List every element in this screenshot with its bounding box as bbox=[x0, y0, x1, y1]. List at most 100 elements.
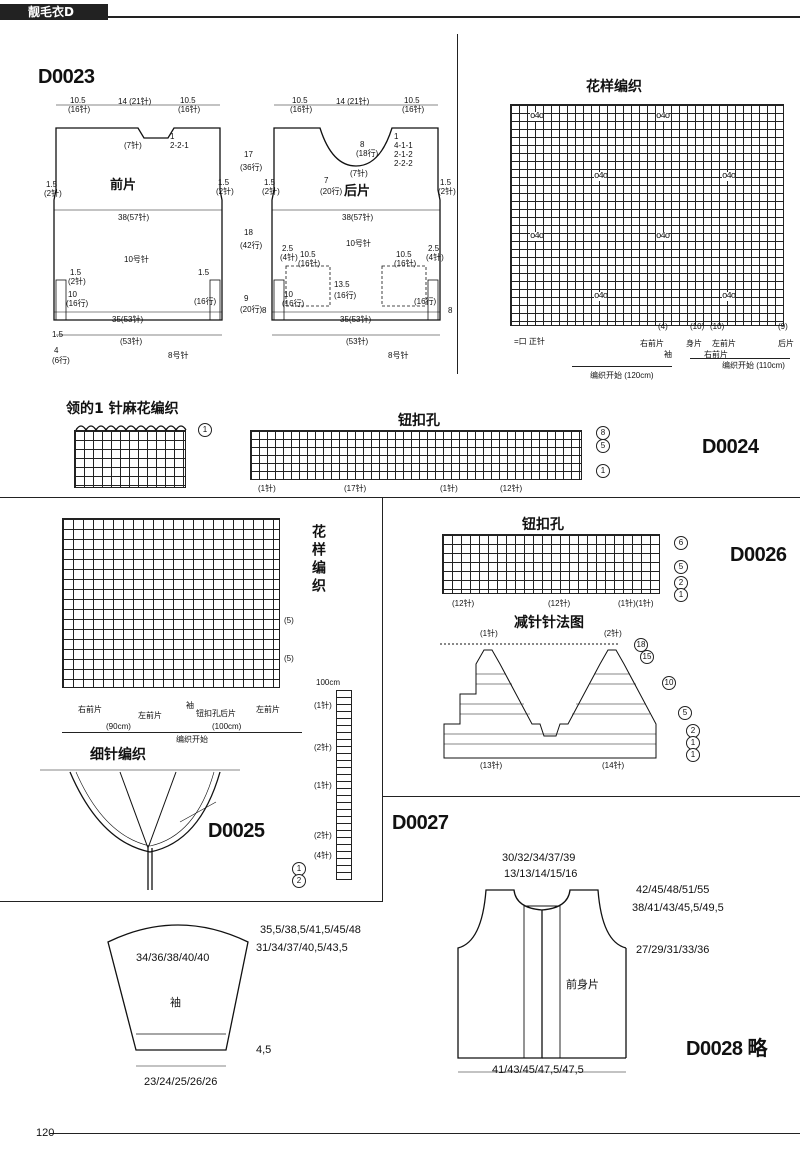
front-top-w3: 10.5 bbox=[180, 96, 196, 105]
divider-h-1 bbox=[0, 497, 800, 498]
d0025-stitch-column bbox=[336, 690, 352, 880]
d0025-fine-diagram bbox=[40, 769, 240, 890]
back-neck-dec-2: 4-1-1 bbox=[394, 141, 413, 150]
d0027-top-dim-2: 31/34/37/40,5/43,5 bbox=[256, 942, 348, 954]
pattern-top-title: 花样编织 bbox=[586, 79, 642, 95]
d0027-sleeve-label: 袖 bbox=[170, 997, 181, 1009]
d0026-count-1: (12针) bbox=[452, 599, 475, 608]
d0025-width-1: (90cm) bbox=[106, 722, 131, 731]
back-side-d: (2针) bbox=[438, 187, 456, 196]
front-hem-side-b: 4 bbox=[54, 346, 59, 355]
pt-count-3: (10) bbox=[710, 322, 725, 331]
d0028-code: D0028 略 bbox=[686, 1038, 768, 1060]
d0026-dec-top-2: (2针) bbox=[604, 629, 622, 638]
back-top-c2: (16针) bbox=[402, 105, 425, 114]
d0024-buttonhole-grid bbox=[250, 430, 582, 480]
back-base: (53针) bbox=[346, 337, 369, 346]
motif-4: o4o bbox=[722, 171, 736, 181]
d0025-stitch-2: (2针) bbox=[314, 743, 332, 752]
d0024-count-3: (1针) bbox=[440, 484, 458, 493]
d0025-label-2: 左前片 bbox=[138, 711, 162, 720]
d0023-back-diagram bbox=[271, 104, 441, 336]
d0026-marker-2: 5 bbox=[674, 560, 688, 574]
d0024-count-1: (1针) bbox=[258, 484, 276, 493]
back-pocket-band-c: (16行) bbox=[414, 297, 437, 306]
side-dim-2: (36行) bbox=[240, 163, 263, 172]
pt-count-1: (4) bbox=[658, 322, 668, 331]
d0026-dec-top-1: (1针) bbox=[480, 629, 498, 638]
d0027-cuff-w: 23/24/25/26/26 bbox=[144, 1076, 218, 1088]
side-dim-4: (42行) bbox=[240, 241, 263, 250]
front-piece-label: 前片 bbox=[110, 178, 137, 193]
footer-rule bbox=[50, 1133, 800, 1134]
front-top-w1: 10.5 bbox=[70, 96, 86, 105]
d0028-right-dim-1: 42/45/48/51/55 bbox=[636, 884, 710, 896]
pt-start-line-1 bbox=[572, 366, 672, 367]
d0025-count-1: (5) bbox=[284, 616, 294, 625]
d0023-front-diagram bbox=[53, 104, 223, 336]
motif-8: o4o bbox=[722, 291, 736, 301]
motif-3: o4o bbox=[594, 171, 608, 181]
back-rib-needle: 8号针 bbox=[388, 351, 409, 360]
d0025-stitch-5: (4针) bbox=[314, 851, 332, 860]
d0026-dec-marker-5: 2 bbox=[686, 724, 700, 738]
front-top-c2: (16针) bbox=[178, 105, 201, 114]
d0025-start: 编织开始 bbox=[176, 735, 208, 744]
d0027-code: D0027 bbox=[392, 812, 449, 834]
pt-start-2: 编织开始 (110cm) bbox=[722, 361, 785, 370]
front-chest: 38(57针) bbox=[118, 213, 150, 222]
d0025-label-7: 左前片 bbox=[256, 705, 280, 714]
back-top-w2: 14 (21针) bbox=[336, 97, 370, 106]
back-pocket-side-c: 2.5 bbox=[428, 244, 440, 253]
collar-grid bbox=[74, 430, 186, 488]
d0025-pattern-grid bbox=[62, 518, 280, 688]
d0024-count-2: (17针) bbox=[344, 484, 367, 493]
d0026-dec-marker-3: 10 bbox=[662, 676, 676, 690]
d0025-label-3: 袖 bbox=[186, 701, 194, 710]
pt-count-6: (9) bbox=[778, 322, 788, 331]
d0028-right-dim-2: 38/41/43/45,5/49,5 bbox=[632, 902, 724, 914]
front-side-d: (2针) bbox=[216, 187, 234, 196]
back-neck-dec-1: 1 bbox=[394, 132, 399, 141]
d0025-label-6: 后片 bbox=[220, 709, 236, 718]
header-rule bbox=[108, 16, 800, 18]
back-pocket-side-b: (4针) bbox=[280, 253, 298, 262]
back-pocket-band-b: (16行) bbox=[282, 299, 305, 308]
d0025-code: D0025 bbox=[208, 820, 265, 842]
back-needle: 10号针 bbox=[346, 239, 371, 248]
d0025-width-line bbox=[62, 732, 302, 733]
back-pocket-side-d: (4针) bbox=[426, 253, 444, 262]
d0026-count-3: (1针)(1针) bbox=[618, 599, 654, 608]
front-needle: 10号针 bbox=[124, 255, 149, 264]
collar-title: 领的1 针麻花编织 bbox=[66, 401, 179, 417]
pt-label-6: 后片 bbox=[778, 339, 794, 348]
pt-label-2: 袖 bbox=[664, 350, 672, 359]
d0026-dec-bottom-2: (14针) bbox=[602, 761, 625, 770]
divider-h-3 bbox=[0, 901, 383, 902]
back-rib-h-b: 8 bbox=[448, 306, 453, 315]
front-neck-dec-2: 2-2-1 bbox=[170, 141, 189, 150]
pt-start-1: 编织开始 (120cm) bbox=[590, 371, 654, 380]
divider-v-top bbox=[457, 34, 458, 374]
d0024-marker-1: 8 bbox=[596, 426, 610, 440]
d0028-top-dim-1: 30/32/34/37/39 bbox=[502, 852, 576, 864]
pt-label-3: 身片 bbox=[686, 339, 702, 348]
d0025-pattern-title: 花样编织 bbox=[310, 524, 326, 596]
back-pocket-w-a: 10.5 bbox=[300, 250, 316, 259]
back-neck-depth-b: (18行) bbox=[356, 149, 379, 158]
back-top-w3: 10.5 bbox=[404, 96, 420, 105]
front-neck: (7针) bbox=[124, 141, 142, 150]
d0026-buttonhole-grid bbox=[442, 534, 660, 594]
d0027-cuff-h: 4,5 bbox=[256, 1044, 272, 1056]
divider-v-mid bbox=[382, 498, 383, 901]
side-dim-8: (20行) bbox=[240, 305, 263, 314]
d0028-body-label: 前身片 bbox=[566, 979, 599, 991]
front-pocket-side-a: 1.5 bbox=[70, 268, 82, 277]
back-pocket-w-d: (16针) bbox=[394, 259, 417, 268]
front-hem-side-a: 1.5 bbox=[52, 330, 64, 339]
d0025-count-2: (5) bbox=[284, 654, 294, 663]
back-top-c1: (16针) bbox=[290, 105, 313, 114]
d0025-width-2: (100cm) bbox=[212, 722, 242, 731]
back-neck-dec-3: 2-1-2 bbox=[394, 150, 413, 159]
d0024-count-4: (12针) bbox=[500, 484, 523, 493]
